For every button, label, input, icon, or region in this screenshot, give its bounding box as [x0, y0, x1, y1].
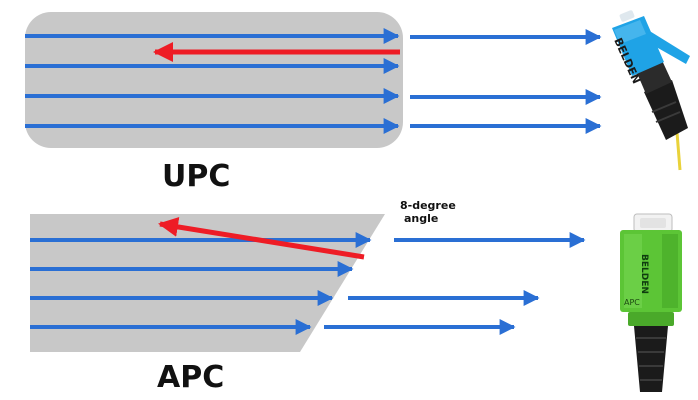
apc-ferrule-endface	[30, 214, 385, 352]
upc-label: UPC	[162, 159, 230, 194]
apc-connector-icon: BELDEN APC	[620, 213, 682, 392]
apc-label: APC	[157, 360, 224, 395]
angle-label-line2: angle	[404, 212, 438, 225]
apc-reflected-ray	[158, 217, 365, 260]
angle-label-line1: 8-degree	[400, 199, 456, 212]
upc-connector-icon: BELDEN	[611, 10, 690, 171]
upc-incident-rays	[25, 28, 400, 134]
apc-transmitted-rays	[324, 232, 586, 335]
apc-connector-brand: BELDEN	[639, 254, 649, 294]
upc-transmitted-rays	[410, 29, 602, 134]
apc-incident-rays	[30, 232, 372, 335]
apc-section: 8-degree angle APC	[30, 199, 586, 395]
upc-ferrule-endface	[25, 12, 403, 148]
apc-connector-mark: APC	[624, 298, 640, 307]
upc-section: UPC	[25, 12, 602, 194]
